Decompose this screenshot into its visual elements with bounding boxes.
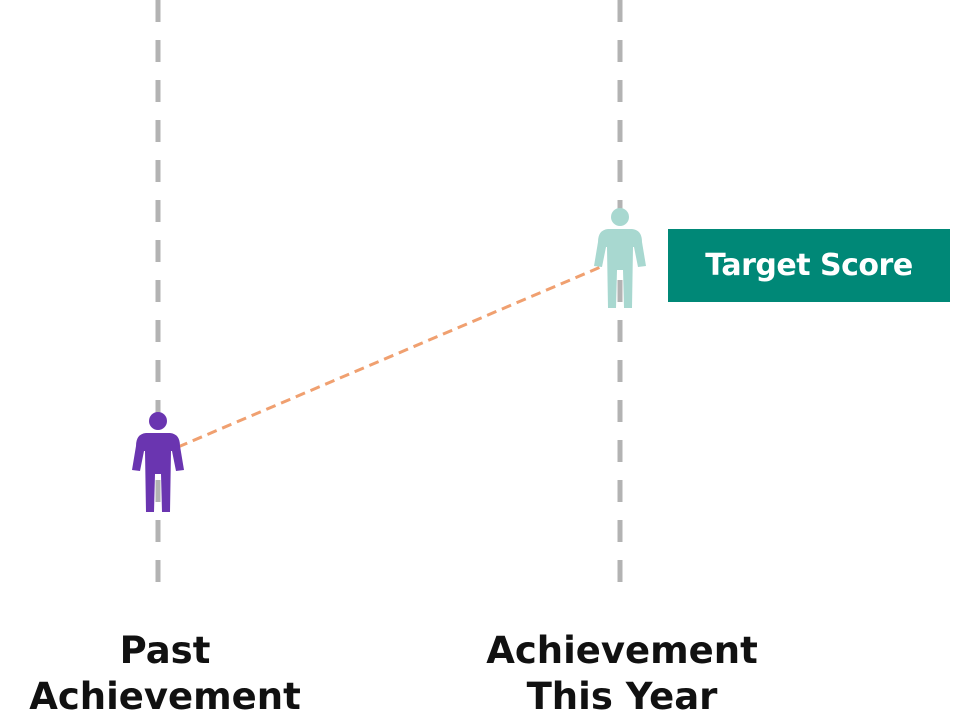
growth-connector-line	[177, 264, 604, 449]
this-year-achievement-label: Achievement This Year	[482, 628, 762, 720]
past-label-line-1: Past	[119, 629, 211, 672]
past-person-icon	[132, 412, 184, 512]
past-label-line-2: Achievement	[29, 675, 301, 718]
target-person-icon	[594, 208, 646, 308]
past-achievement-label: Past Achievement	[20, 628, 310, 720]
now-label-line-1: Achievement	[486, 629, 758, 672]
now-label-line-2: This Year	[526, 675, 718, 718]
target-score-badge: Target Score	[668, 229, 950, 302]
